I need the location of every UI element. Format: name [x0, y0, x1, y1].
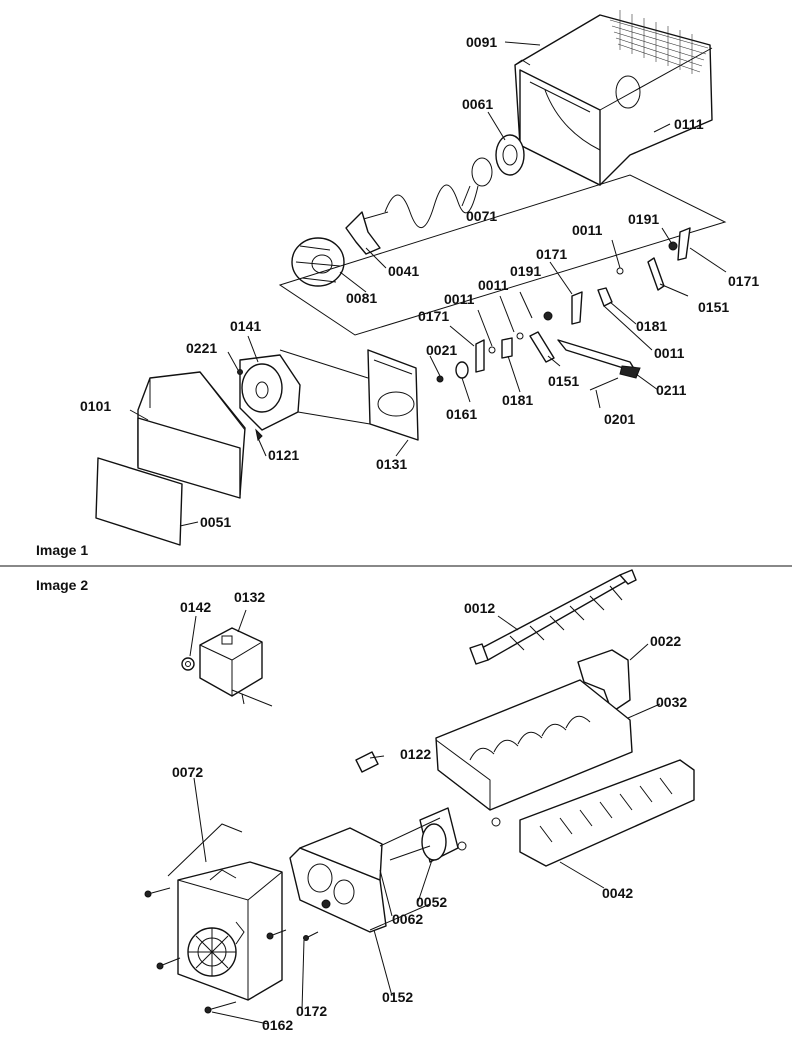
mold-cover	[577, 649, 631, 713]
screw-0121	[255, 428, 263, 442]
image1-leaders	[129, 41, 727, 527]
linkage-lower	[436, 311, 555, 383]
actuator-rod	[557, 339, 641, 391]
control-module	[177, 861, 283, 1001]
motor-frame	[279, 349, 371, 425]
ice-tray	[519, 759, 695, 867]
part-label: 0011	[654, 345, 685, 361]
auger-frame	[278, 174, 727, 336]
part-label: 0142	[180, 599, 211, 615]
part-label: 0141	[230, 318, 261, 334]
part-label: 0111	[674, 116, 704, 132]
label-card	[95, 457, 183, 546]
part-label: 0011	[478, 277, 509, 293]
part-label: 0122	[400, 746, 431, 762]
part-label: 0041	[388, 263, 419, 279]
image2-leaders	[189, 609, 661, 1025]
part-label: 0151	[548, 373, 579, 389]
part-label: 0081	[346, 290, 377, 306]
part-label: 0011	[444, 291, 475, 307]
part-label: 0181	[636, 318, 667, 334]
part-label: 0131	[376, 456, 407, 472]
part-label: 0061	[462, 96, 493, 112]
mounting-bracket	[181, 627, 273, 707]
drive-motor	[239, 354, 301, 431]
image2-drawing	[144, 569, 695, 1014]
part-label: 0052	[416, 894, 447, 910]
part-label: 0151	[698, 299, 729, 315]
part-label: 0152	[382, 989, 413, 1005]
image2-callouts: 0142 0132 0012 0022 0032 0122 0072 0052 …	[172, 589, 687, 1033]
part-label: 0071	[466, 208, 497, 224]
shield-plate	[367, 349, 419, 441]
part-label: 0161	[446, 406, 477, 422]
part-label: 0021	[426, 342, 457, 358]
part-label: 0181	[502, 392, 533, 408]
image1-drawing	[95, 10, 727, 546]
ejector-shaft	[469, 569, 637, 665]
part-label: 0072	[172, 764, 203, 780]
part-label: 0211	[656, 382, 687, 398]
part-label: 0042	[602, 885, 633, 901]
part-label: 0051	[200, 514, 231, 530]
assembly-frame	[167, 817, 441, 931]
linkage-upper	[571, 227, 691, 325]
part-label: 0171	[536, 246, 567, 262]
part-label: 0062	[392, 911, 423, 927]
front-panel	[137, 371, 246, 499]
auger-wheel	[291, 237, 345, 287]
fastener-screws	[144, 887, 319, 1014]
auger-blade	[345, 211, 381, 255]
image1-callouts: 0091 0061 0111 0071 0041 0081 0191 0011 …	[80, 34, 759, 530]
part-label: 0171	[728, 273, 759, 289]
control-housing	[289, 827, 387, 933]
part-label: 0191	[628, 211, 659, 227]
part-label: 0091	[466, 34, 497, 50]
part-label: 0191	[510, 263, 541, 279]
screw-0221	[237, 369, 243, 375]
ice-mold	[435, 679, 633, 851]
part-label: 0171	[418, 308, 449, 324]
part-label: 0201	[604, 411, 635, 427]
part-label: 0032	[656, 694, 687, 710]
clip	[355, 751, 379, 773]
part-label: 0011	[572, 222, 603, 238]
part-label: 0101	[80, 398, 111, 414]
image2-caption: Image 2	[36, 577, 88, 593]
image1-caption: Image 1	[36, 542, 88, 558]
ice-bucket	[514, 10, 713, 186]
part-label: 0022	[650, 633, 681, 649]
drive-unit	[389, 807, 459, 863]
part-label: 0132	[234, 589, 265, 605]
part-label: 0172	[296, 1003, 327, 1019]
part-label: 0012	[464, 600, 495, 616]
part-label: 0221	[186, 340, 217, 356]
part-label: 0162	[262, 1017, 293, 1033]
flange	[495, 134, 525, 176]
part-label: 0121	[268, 447, 299, 463]
